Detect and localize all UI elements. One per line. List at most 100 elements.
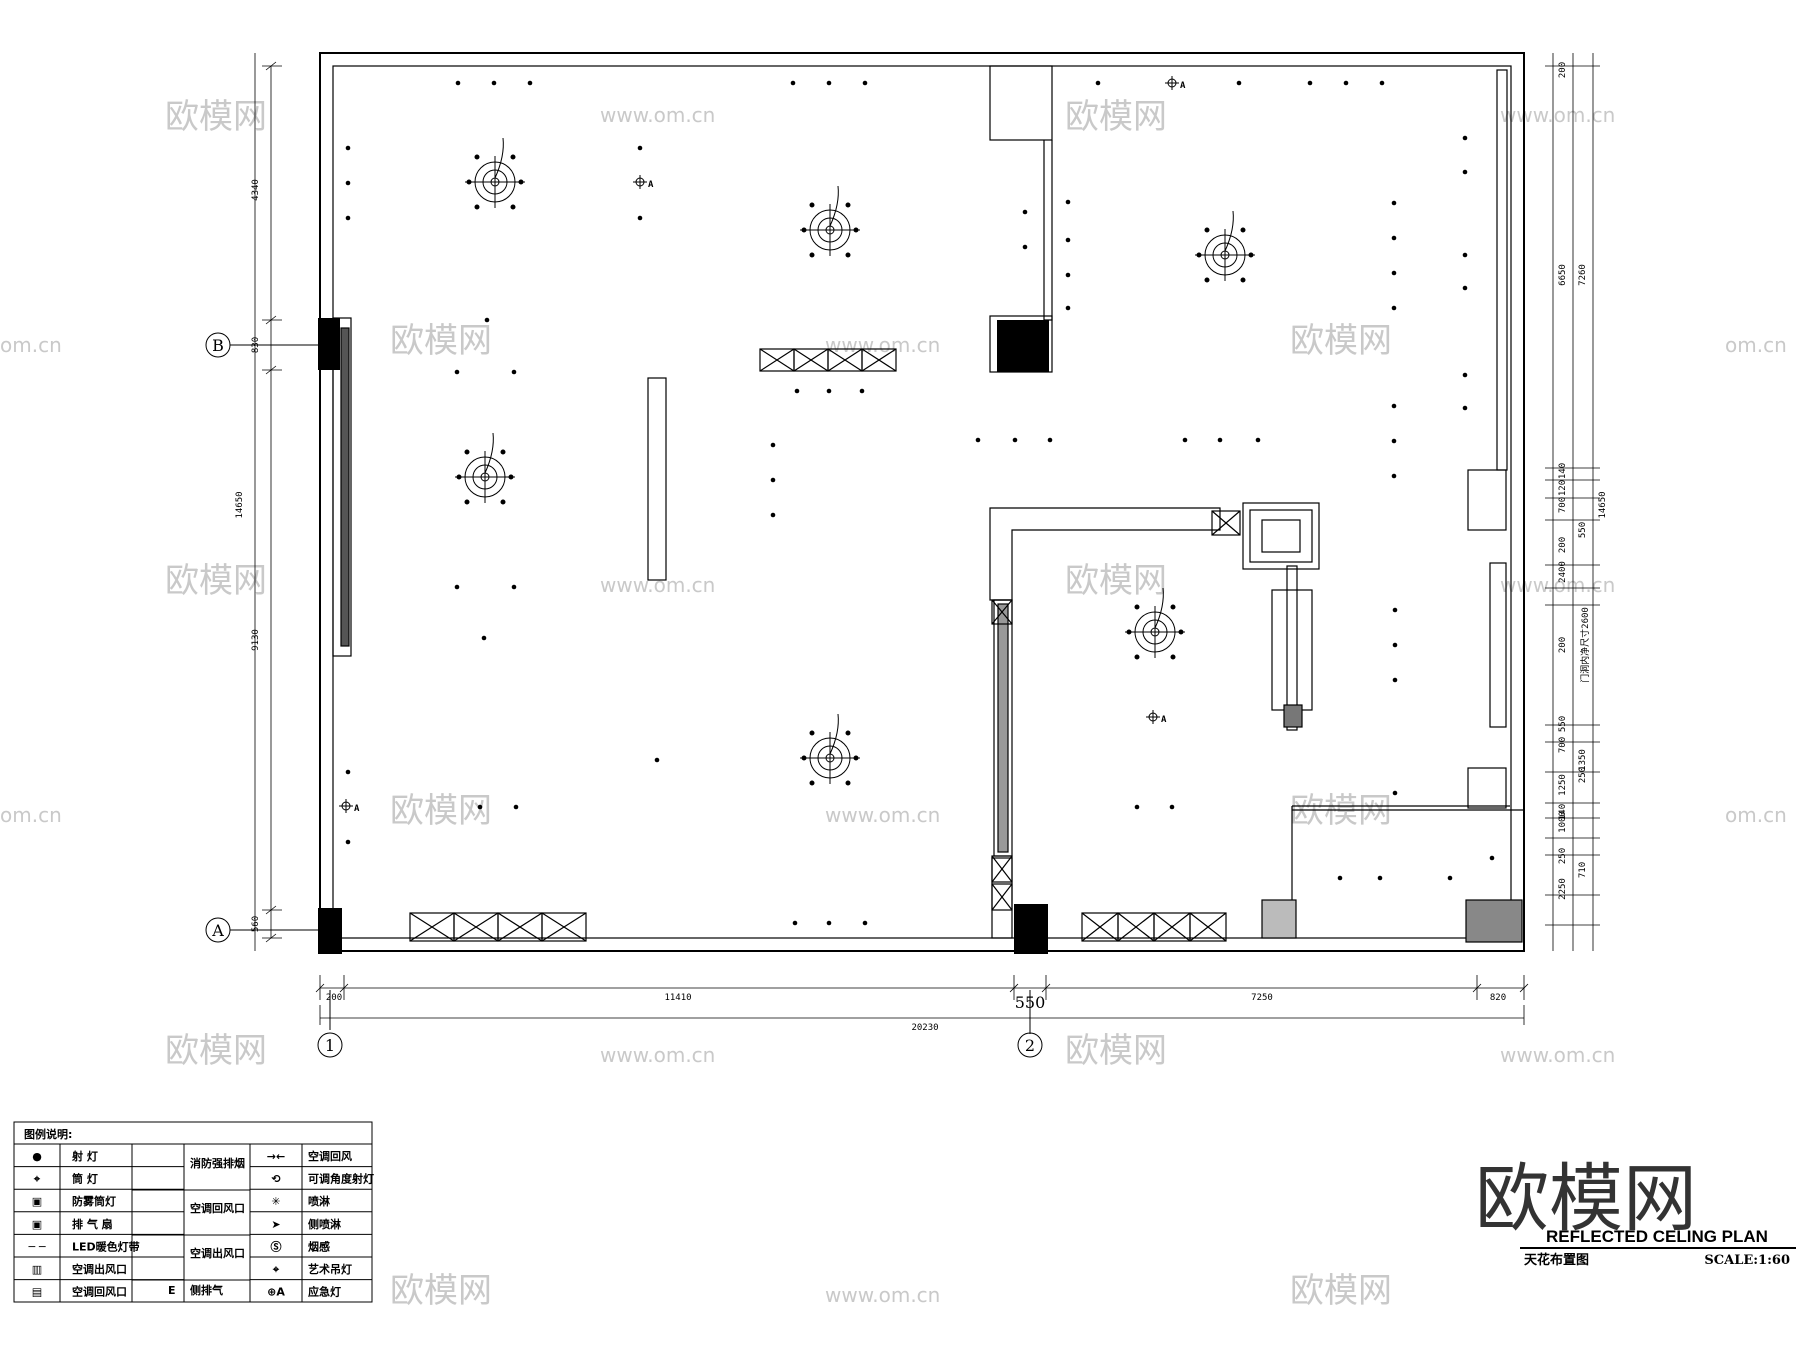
watermark-url: www.om.cn xyxy=(1500,103,1615,127)
svg-text:A: A xyxy=(1161,715,1167,725)
art-pendant-light xyxy=(455,432,515,505)
watermark-logo: 欧模网 xyxy=(165,97,267,137)
spot-light xyxy=(1462,252,1468,258)
legend-item: 空调出风口 xyxy=(72,1262,127,1276)
dimension-total: 14650 xyxy=(235,491,245,518)
watermark-logo: 欧模网 xyxy=(1065,1031,1167,1071)
dimension-label: 200 xyxy=(1558,637,1568,653)
watermark-url: www.om.cn xyxy=(1500,573,1615,597)
legend-symbol: ➤ xyxy=(271,1218,280,1231)
ac-vent xyxy=(409,912,455,942)
legend-symbol: ▣ xyxy=(32,1218,42,1231)
spot-light xyxy=(826,80,832,86)
watermark-url: www.om.cn xyxy=(825,1283,940,1307)
emergency-light: A xyxy=(1146,710,1167,725)
spot-light xyxy=(491,80,497,86)
legend-symbol: ⊕A xyxy=(267,1286,285,1299)
spot-light xyxy=(1447,875,1453,881)
watermark-logo: 欧模网 xyxy=(1065,561,1167,601)
spot-light xyxy=(794,388,800,394)
spot-light xyxy=(1337,875,1343,881)
legend-item: 空调回风口 xyxy=(190,1201,245,1215)
dimension-label: 6650 xyxy=(1558,264,1568,286)
watermark-url: www.om.cn xyxy=(1500,1043,1615,1067)
legend-symbol: →← xyxy=(267,1150,285,1163)
legend-symbol: Ⓢ xyxy=(271,1239,282,1253)
spot-light xyxy=(1462,285,1468,291)
spot-light xyxy=(1065,199,1071,205)
spot-light xyxy=(862,80,868,86)
spot-light xyxy=(1255,437,1261,443)
spot-light xyxy=(1462,372,1468,378)
dimension-label: 250 xyxy=(1578,767,1588,783)
spot-light xyxy=(826,920,832,926)
title-chinese: 天花布置图 xyxy=(1524,1252,1589,1267)
spot-light xyxy=(1095,80,1101,86)
svg-text:A: A xyxy=(1180,81,1186,91)
ac-vent xyxy=(541,912,587,942)
grid-label-1: 1 xyxy=(325,1036,335,1055)
legend-item: LED暖色灯带 xyxy=(72,1239,140,1253)
spot-light xyxy=(1391,200,1397,206)
legend-item: 侧排气 xyxy=(190,1283,223,1297)
spot-light xyxy=(455,80,461,86)
spot-light xyxy=(1343,80,1349,86)
spot-light xyxy=(1392,790,1398,796)
legend-item: 可调角度射灯 xyxy=(308,1172,374,1186)
dimension-label: 120 xyxy=(1558,480,1568,496)
legend-item: 防雾筒灯 xyxy=(72,1194,116,1208)
spot-light xyxy=(513,804,519,810)
dimension-label: 820 xyxy=(1490,993,1506,1003)
watermark-logo: 欧模网 xyxy=(1065,97,1167,137)
spot-light xyxy=(1022,244,1028,250)
ac-vent xyxy=(1189,912,1227,942)
ac-vent xyxy=(793,348,829,372)
spot-light xyxy=(454,369,460,375)
dimension-label: 700 xyxy=(1558,737,1568,753)
spot-light xyxy=(826,388,832,394)
legend-item: 消防强排烟 xyxy=(190,1156,245,1170)
spot-light xyxy=(1391,403,1397,409)
spot-light xyxy=(1392,607,1398,613)
spot-light xyxy=(654,757,660,763)
watermark-logo: 欧模网 xyxy=(1290,321,1392,361)
ac-vent xyxy=(991,599,1013,625)
watermark-url: www.om.cn xyxy=(600,103,715,127)
watermark-url-fragment: om.cn xyxy=(1725,333,1787,357)
ac-vent xyxy=(1081,912,1119,942)
watermark-logo: 欧模网 xyxy=(390,791,492,831)
grid-label-2: 2 xyxy=(1025,1036,1035,1055)
spot-light xyxy=(1392,642,1398,648)
spot-light xyxy=(1392,677,1398,683)
legend-symbol: ⌖ xyxy=(272,1263,280,1276)
dimension-label: 9130 xyxy=(251,629,261,651)
spot-light xyxy=(1012,437,1018,443)
dimension-label: 1250 xyxy=(1558,774,1568,796)
title-english: REFLECTED CELING PLAN xyxy=(1546,1227,1768,1246)
watermark-url-fragment: om.cn xyxy=(0,803,62,827)
dimension-label: 2250 xyxy=(1558,878,1568,900)
spot-light xyxy=(345,145,351,151)
dimension-label: 560 xyxy=(251,916,261,932)
svg-text:A: A xyxy=(648,180,654,190)
spot-light xyxy=(1047,437,1053,443)
watermark-layer: 欧模网欧模网欧模网欧模网欧模网欧模网欧模网欧模网欧模网欧模网欧模网欧模网www.… xyxy=(0,97,1787,1311)
watermark-logo: 欧模网 xyxy=(390,1271,492,1311)
legend-text: 图例说明:●射 灯⌖筒 灯▣防雾筒灯▣排 气 扇─ ─LED暖色灯带▥空调出风口… xyxy=(24,1127,374,1299)
brand-logo-text: 欧模网 xyxy=(1475,1156,1697,1242)
legend-item: 喷淋 xyxy=(308,1194,330,1208)
ac-vent xyxy=(991,883,1013,911)
spot-light xyxy=(770,512,776,518)
watermark-url: www.om.cn xyxy=(600,1043,715,1067)
spot-light xyxy=(975,437,981,443)
grid-label-b: B xyxy=(212,336,224,355)
spot-light xyxy=(484,317,490,323)
spot-light xyxy=(770,442,776,448)
dimension-label: 250 xyxy=(1558,848,1568,864)
dimension-total: 20230 xyxy=(911,1023,938,1033)
spot-light xyxy=(637,215,643,221)
legend-item: 侧喷淋 xyxy=(308,1217,341,1231)
watermark-url-fragment: om.cn xyxy=(0,333,62,357)
